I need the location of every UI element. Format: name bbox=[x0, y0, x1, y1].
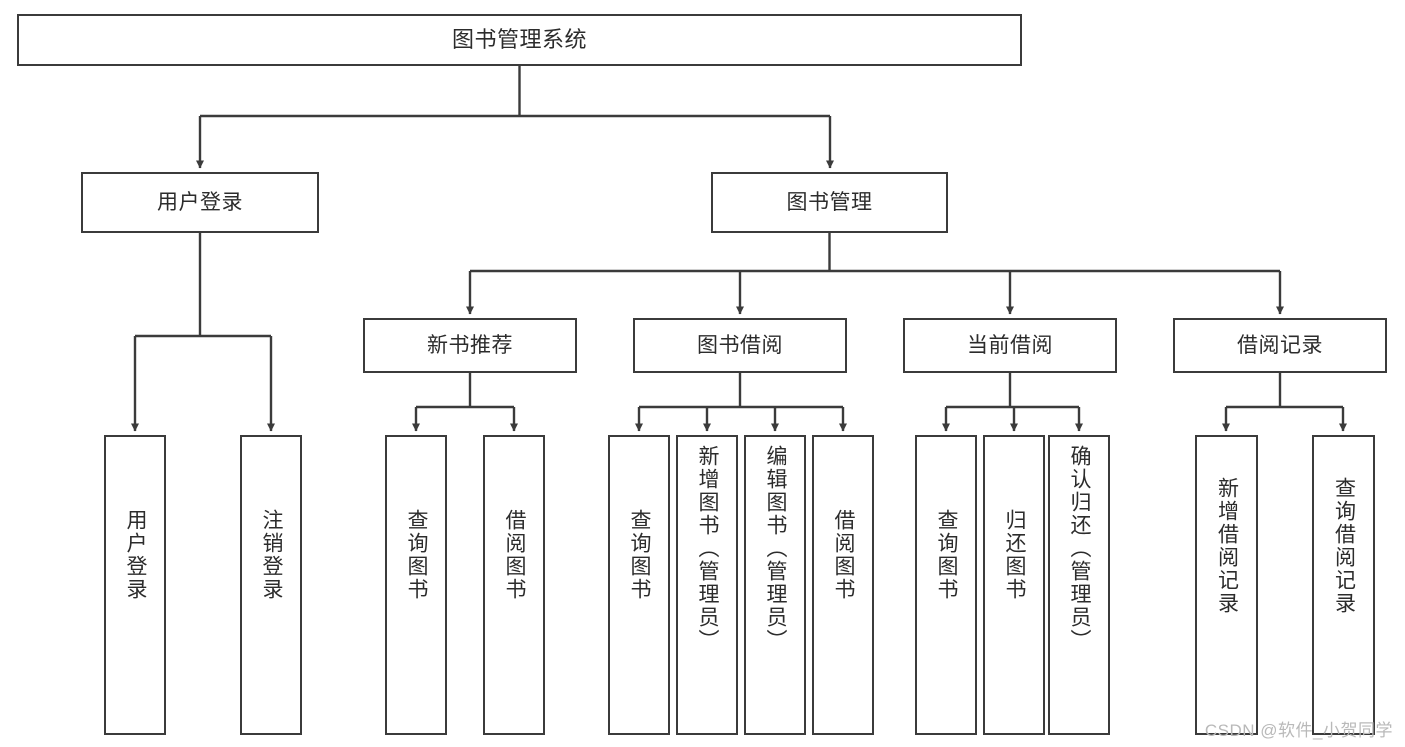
node-book-borrow[interactable]: 图书借阅 bbox=[633, 318, 847, 373]
node-leaf-query-book-3[interactable]: 查询图书 bbox=[915, 435, 977, 735]
node-leaf-borrow-book-2[interactable]: 借阅图书 bbox=[812, 435, 874, 735]
node-label-leaf-user-logout: 注销登录 bbox=[260, 509, 284, 601]
connectors-book-borrow-to-leaves bbox=[635, 373, 847, 432]
node-label-leaf-borrow-book-2: 借阅图书 bbox=[832, 509, 856, 601]
node-leaf-user-login[interactable]: 用户登录 bbox=[104, 435, 166, 735]
node-label-borrow-record: 借阅记录 bbox=[1237, 333, 1323, 357]
connectors-root-to-level1 bbox=[196, 66, 834, 169]
node-leaf-query-book-1[interactable]: 查询图书 bbox=[385, 435, 447, 735]
node-book-manage[interactable]: 图书管理 bbox=[711, 172, 948, 233]
node-new-book-recommend[interactable]: 新书推荐 bbox=[363, 318, 577, 373]
node-current-borrow[interactable]: 当前借阅 bbox=[903, 318, 1117, 373]
node-leaf-user-logout[interactable]: 注销登录 bbox=[240, 435, 302, 735]
node-label-new-book-recommend: 新书推荐 bbox=[427, 333, 513, 357]
node-label-leaf-confirm-return: 确认归还（管理员） bbox=[1068, 445, 1092, 652]
node-label-leaf-edit-book: 编辑图书（管理员） bbox=[764, 445, 788, 652]
node-label-leaf-query-book-3: 查询图书 bbox=[935, 509, 959, 601]
node-leaf-confirm-return[interactable]: 确认归还（管理员） bbox=[1048, 435, 1110, 735]
node-label-root: 图书管理系统 bbox=[451, 26, 587, 52]
node-label-leaf-query-book-2: 查询图书 bbox=[628, 509, 652, 601]
node-leaf-add-book[interactable]: 新增图书（管理员） bbox=[676, 435, 738, 735]
node-label-leaf-query-book-1: 查询图书 bbox=[405, 509, 429, 601]
connectors-borrow-record-to-leaves bbox=[1222, 373, 1347, 432]
node-label-current-borrow: 当前借阅 bbox=[967, 333, 1053, 357]
node-label-book-manage: 图书管理 bbox=[786, 190, 873, 214]
node-leaf-edit-book[interactable]: 编辑图书（管理员） bbox=[744, 435, 806, 735]
node-leaf-return-book[interactable]: 归还图书 bbox=[983, 435, 1045, 735]
node-root-system[interactable]: 图书管理系统 bbox=[17, 14, 1022, 66]
node-user-login[interactable]: 用户登录 bbox=[81, 172, 319, 233]
connectors-book-manage-to-level2 bbox=[466, 233, 1284, 315]
node-label-book-borrow: 图书借阅 bbox=[697, 333, 783, 357]
node-leaf-borrow-book-1[interactable]: 借阅图书 bbox=[483, 435, 545, 735]
node-label-leaf-return-book: 归还图书 bbox=[1003, 509, 1027, 601]
node-label-leaf-add-book: 新增图书（管理员） bbox=[696, 445, 720, 652]
node-label-leaf-query-record: 查询借阅记录 bbox=[1332, 477, 1356, 615]
connectors-new-book-recommend-to-leaves bbox=[412, 373, 518, 432]
node-borrow-record[interactable]: 借阅记录 bbox=[1173, 318, 1387, 373]
node-label-leaf-borrow-book-1: 借阅图书 bbox=[503, 509, 527, 601]
node-label-leaf-user-login: 用户登录 bbox=[124, 509, 148, 601]
connectors-current-borrow-to-leaves bbox=[942, 373, 1083, 432]
node-leaf-add-record[interactable]: 新增借阅记录 bbox=[1195, 435, 1258, 735]
node-label-leaf-add-record: 新增借阅记录 bbox=[1215, 477, 1239, 615]
node-leaf-query-record[interactable]: 查询借阅记录 bbox=[1312, 435, 1375, 735]
node-label-user-login: 用户登录 bbox=[157, 190, 243, 214]
node-leaf-query-book-2[interactable]: 查询图书 bbox=[608, 435, 670, 735]
connectors-user-login-to-leaves bbox=[131, 233, 275, 432]
